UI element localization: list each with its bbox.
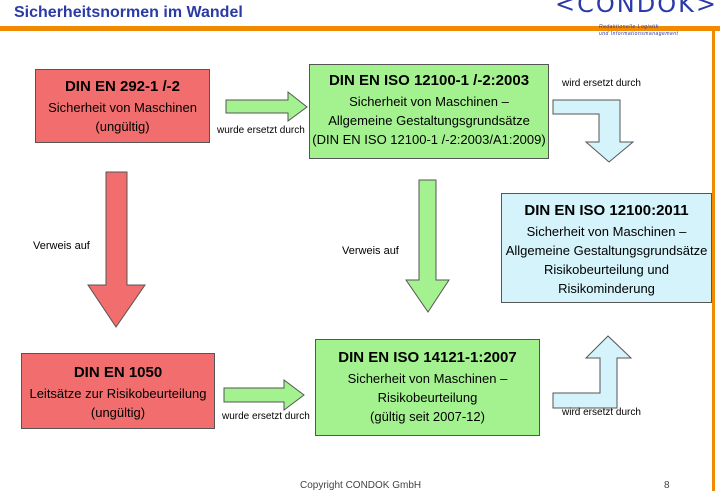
box-iso-12100-2003-line3: (DIN EN ISO 12100-1 /-2:2003/A1:2009): [312, 132, 546, 147]
box-din-en-1050-line1: Leitsätze zur Risikobeurteilung: [29, 386, 207, 401]
box-iso-14121: DIN EN ISO 14121-1:2007 Sicherheit von M…: [315, 339, 540, 436]
footer-copyright: Copyright CONDOK GmbH: [300, 480, 422, 491]
arrow-replaced-bottom: [223, 379, 305, 411]
box-din-en-1050: DIN EN 1050 Leitsätze zur Risikobeurteil…: [21, 353, 215, 429]
box-iso-14121-title: DIN EN ISO 14121-1:2007: [338, 349, 517, 366]
box-din-en-292-line1: Sicherheit von Maschinen: [48, 100, 197, 115]
logo-subtitle-2: und Informationsmanagement: [599, 31, 679, 37]
box-iso-12100-2011: DIN EN ISO 12100:2011 Sicherheit von Mas…: [501, 193, 712, 303]
header-bar: Sicherheitsnormen im Wandel <CONDOK>: [0, 0, 720, 30]
slide-title: Sicherheitsnormen im Wandel: [14, 4, 243, 21]
box-iso-12100-2011-line1: Sicherheit von Maschinen –: [526, 224, 687, 239]
arrow-will-replace-top: [552, 99, 635, 163]
box-din-en-292-title: DIN EN 292-1 /-2: [64, 78, 181, 95]
label-will-replace-bottom: wird ersetzt durch: [562, 407, 641, 418]
label-will-replace-top: wird ersetzt durch: [562, 78, 641, 89]
logo-text: CONDOK: [577, 0, 696, 18]
box-iso-14121-line2: Risikobeurteilung: [377, 390, 478, 405]
header-rule: [0, 26, 720, 31]
box-iso-14121-line3: (gültig seit 2007-12): [370, 409, 485, 424]
arrow-replaced-top: [225, 90, 308, 122]
box-iso-12100-2011-title: DIN EN ISO 12100:2011: [524, 202, 689, 219]
arrow-reference-red: [87, 171, 146, 328]
label-reference-left: Verweis auf: [33, 240, 90, 252]
label-replaced-bottom: wurde ersetzt durch: [222, 411, 310, 422]
box-iso-12100-2011-line3: Risikobeurteilung und: [543, 262, 670, 277]
condok-logo: <CONDOK>: [555, 0, 718, 18]
box-iso-12100-2003-line2: Allgemeine Gestaltungsgrundsätze: [328, 113, 530, 128]
box-iso-12100-2011-line2: Allgemeine Gestaltungsgrundsätze: [505, 243, 708, 258]
footer-page-number: 8: [664, 480, 670, 491]
logo-subtitle-1: Redaktionelle Logistik: [599, 24, 659, 30]
arrow-reference-green: [405, 179, 450, 313]
box-iso-12100-2011-line4: Risikominderung: [558, 281, 655, 296]
box-din-en-1050-title: DIN EN 1050: [73, 364, 163, 381]
label-replaced-top: wurde ersetzt durch: [217, 125, 305, 136]
right-frame-line: [712, 30, 715, 491]
arrow-will-replace-bottom: [552, 335, 633, 409]
box-din-en-292-line2: (ungültig): [95, 119, 150, 134]
box-iso-14121-line1: Sicherheit von Maschinen –: [347, 371, 508, 386]
box-iso-12100-2003-title: DIN EN ISO 12100-1 /-2:2003: [328, 72, 530, 89]
box-din-en-292: DIN EN 292-1 /-2 Sicherheit von Maschine…: [35, 69, 210, 143]
label-reference-mid: Verweis auf: [342, 245, 399, 257]
box-din-en-1050-line2: (ungültig): [90, 405, 146, 420]
box-iso-12100-2003-line1: Sicherheit von Maschinen –: [349, 94, 509, 109]
box-iso-12100-2003: DIN EN ISO 12100-1 /-2:2003 Sicherheit v…: [309, 64, 549, 159]
